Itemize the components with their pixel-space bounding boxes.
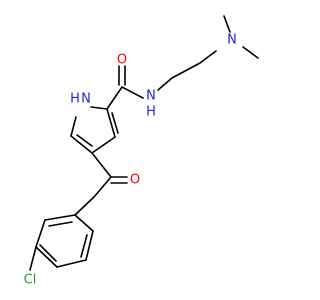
bond-ph-4-inner (39, 244, 57, 262)
bond-n1-c2 (90, 106, 108, 110)
atom-o-amide: O (117, 53, 127, 68)
atom-h-amide: H (146, 105, 156, 120)
bond-ph-2-inner (80, 234, 88, 258)
bond-ph-6 (44, 214, 76, 221)
molecule-structure: O N H N H N O Cl (24, 15, 259, 288)
bond-c4-c5-inner (76, 134, 93, 147)
bond-ph-5 (35, 219, 46, 248)
bond-ketone-ch2 (93, 176, 112, 198)
bond-ph-6-inner (48, 221, 73, 227)
bond-c4-ketone (91, 152, 112, 178)
bond-c-n-amide (121, 86, 144, 99)
bond-c2-c3-inner (111, 112, 119, 134)
bond-c4-c5 (70, 135, 93, 154)
atom-n-amine: N (227, 33, 237, 48)
bond-n-methyl-2 (242, 46, 259, 59)
atom-h-pyrrole: H (70, 92, 80, 107)
bond-ph-2 (85, 230, 94, 261)
bond-ch2-ring (74, 196, 95, 216)
bond-ph-4 (35, 246, 58, 268)
bond-c3-c4 (91, 136, 116, 154)
bond-n-methyl-1 (223, 15, 231, 33)
bond-ch2-ch2-2 (199, 50, 217, 64)
atom-o-ketone: O (130, 173, 140, 188)
atom-n-amide: N (146, 89, 156, 104)
bond-ch2-ch2 (171, 62, 201, 79)
bond-c2-c3 (106, 108, 116, 138)
bond-n-ch2-1 (157, 77, 173, 91)
atom-cl: Cl (24, 273, 37, 288)
bond-c-cl (29, 246, 37, 271)
bond-lines (29, 15, 259, 271)
bond-c5-n1 (70, 116, 77, 137)
atom-labels: O N H N H N O Cl (24, 33, 237, 288)
bond-ph-3 (56, 259, 87, 268)
atom-n-pyrrole: N (81, 92, 91, 107)
bond-amide-pyrrole (106, 86, 123, 110)
bond-ph-1 (74, 214, 94, 232)
